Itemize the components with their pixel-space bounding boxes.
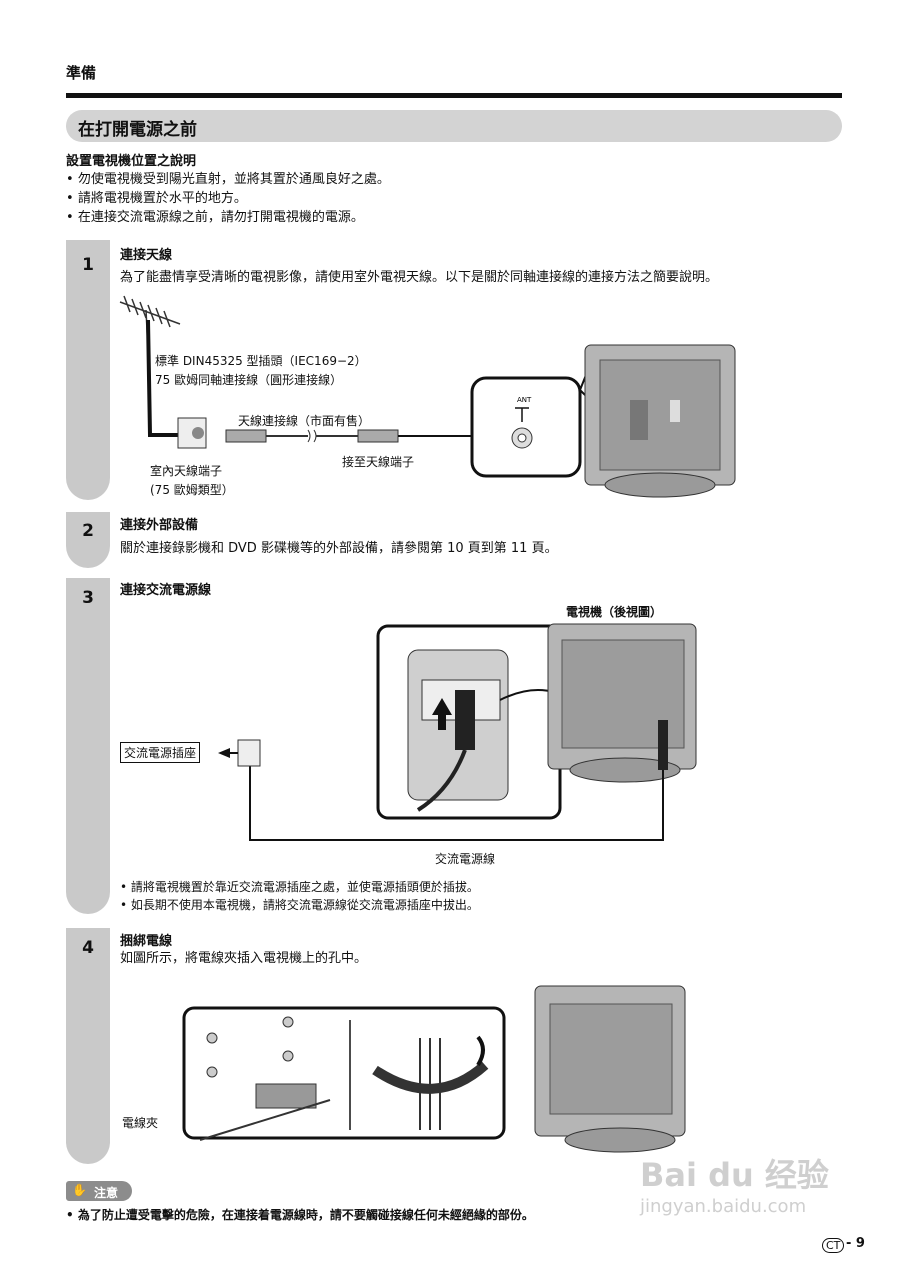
plug-icon — [357, 429, 399, 443]
step-2-bar — [66, 512, 110, 568]
watermark-logo: Bai du 经验 — [640, 1156, 829, 1194]
step-2-text: 關於連接錄影機和 DVD 影碟機等的外部設備，請參閱第 10 頁到第 11 頁。 — [120, 541, 558, 556]
svg-text:ANT: ANT — [517, 396, 532, 404]
to-terminal-label: 接至天線端子 — [342, 455, 415, 469]
antenna-diagram: ANT — [119, 295, 736, 498]
intro-bullet-list: 勿使電視機受到陽光直射，並將其置於通風良好之處。 請將電視機置於水平的地方。 在… — [66, 170, 390, 227]
power-plug-icon — [455, 690, 475, 750]
ant-zoom-box — [470, 376, 582, 478]
step-1-text: 為了能盡情享受清晰的電視影像，請使用室外電視天線。以下是關於同軸連接線的連接方法… — [120, 270, 719, 285]
header-rule — [66, 93, 842, 98]
tv-rear-icon — [534, 985, 686, 1153]
caution-label: 注意 — [94, 1186, 119, 1200]
arrow-icon — [476, 1035, 485, 1067]
step-1-number: 1 — [82, 255, 94, 275]
power-cord-diagram — [218, 623, 697, 841]
outlet-label: 交流電源插座 — [120, 742, 201, 763]
step-1-title: 連接天線 — [120, 248, 173, 263]
step-2-number: 2 — [82, 521, 94, 541]
page-title: 在打開電源之前 — [78, 120, 197, 140]
language-badge: CT — [822, 1238, 845, 1253]
caution-text: • 為了防止遭受電擊的危險，在連接着電源線時，請不要觸碰接線任何未經絕緣的部份。 — [66, 1208, 534, 1222]
intro-heading: 設置電視機位置之說明 — [66, 154, 197, 169]
hand-icon: ✋ — [72, 1183, 87, 1197]
plug-icon — [225, 429, 267, 443]
power-cord-label: 交流電源線 — [435, 852, 496, 866]
step-4-title: 捆綁電線 — [120, 934, 173, 949]
baidu-watermark: Bai du 经验 jingyan.baidu.com — [640, 1150, 850, 1240]
step-3-bar — [66, 578, 110, 914]
clamp-zoom-box — [182, 1006, 506, 1140]
list-item: 請將電視機置於水平的地方。 — [66, 189, 390, 208]
tv-rear-icon — [547, 623, 697, 783]
cable-type-label: 75 歐姆同軸連接線（圓形連接線） — [155, 373, 343, 387]
page-number: - 9 — [846, 1236, 865, 1251]
watermark-url: jingyan.baidu.com — [640, 1196, 807, 1217]
tv-rear-icon — [578, 344, 736, 498]
indoor-terminal-label: 室內天線端子 — [150, 464, 223, 478]
section-title: 準備 — [66, 64, 97, 82]
caution-text-body: 為了防止遭受電擊的危險，在連接着電源線時，請不要觸碰接線任何未經絕緣的部份。 — [77, 1208, 534, 1222]
step-1-bar — [66, 240, 110, 500]
title-banner — [66, 110, 842, 142]
arrow-up-icon — [432, 698, 452, 730]
plug-type-label: 標準 DIN45325 型插頭（IEC169−2） — [155, 354, 367, 368]
step-4-number: 4 — [82, 938, 94, 958]
list-item: 如長期不使用本電視機，請將交流電源線從交流電源插座中拔出。 — [120, 896, 479, 914]
tv-rear-label: 電視機（後視圖） — [566, 605, 663, 619]
clamp-icon — [255, 1083, 317, 1109]
outlet-plug-icon — [237, 739, 261, 767]
cable-clamp-diagram — [182, 985, 686, 1153]
clamp-label: 電線夾 — [122, 1116, 159, 1130]
antenna-cable-label: 天線連接線（市面有售） — [238, 414, 371, 428]
step-2-title: 連接外部設備 — [120, 518, 199, 533]
step-3-number: 3 — [82, 588, 94, 608]
list-item: 勿使電視機受到陽光直射，並將其置於通風良好之處。 — [66, 170, 390, 189]
step-3-title: 連接交流電源線 — [120, 583, 212, 598]
indoor-terminal-type-label: (75 歐姆類型） — [150, 483, 234, 497]
caution-badge: ✋ 注意 — [66, 1181, 132, 1201]
step-4-text: 如圖所示，將電線夾插入電視機上的孔中。 — [120, 951, 368, 966]
step-3-bullet-list: 請將電視機置於靠近交流電源插座之處，並使電源插頭便於插拔。 如長期不使用本電視機… — [120, 878, 479, 914]
list-item: 在連接交流電源線之前，請勿打開電視機的電源。 — [66, 208, 390, 227]
step-4-bar — [66, 928, 110, 1164]
antenna-icon — [119, 295, 181, 351]
list-item: 請將電視機置於靠近交流電源插座之處，並使電源插頭便於插拔。 — [120, 878, 479, 896]
page-number-value: 9 — [855, 1236, 865, 1251]
